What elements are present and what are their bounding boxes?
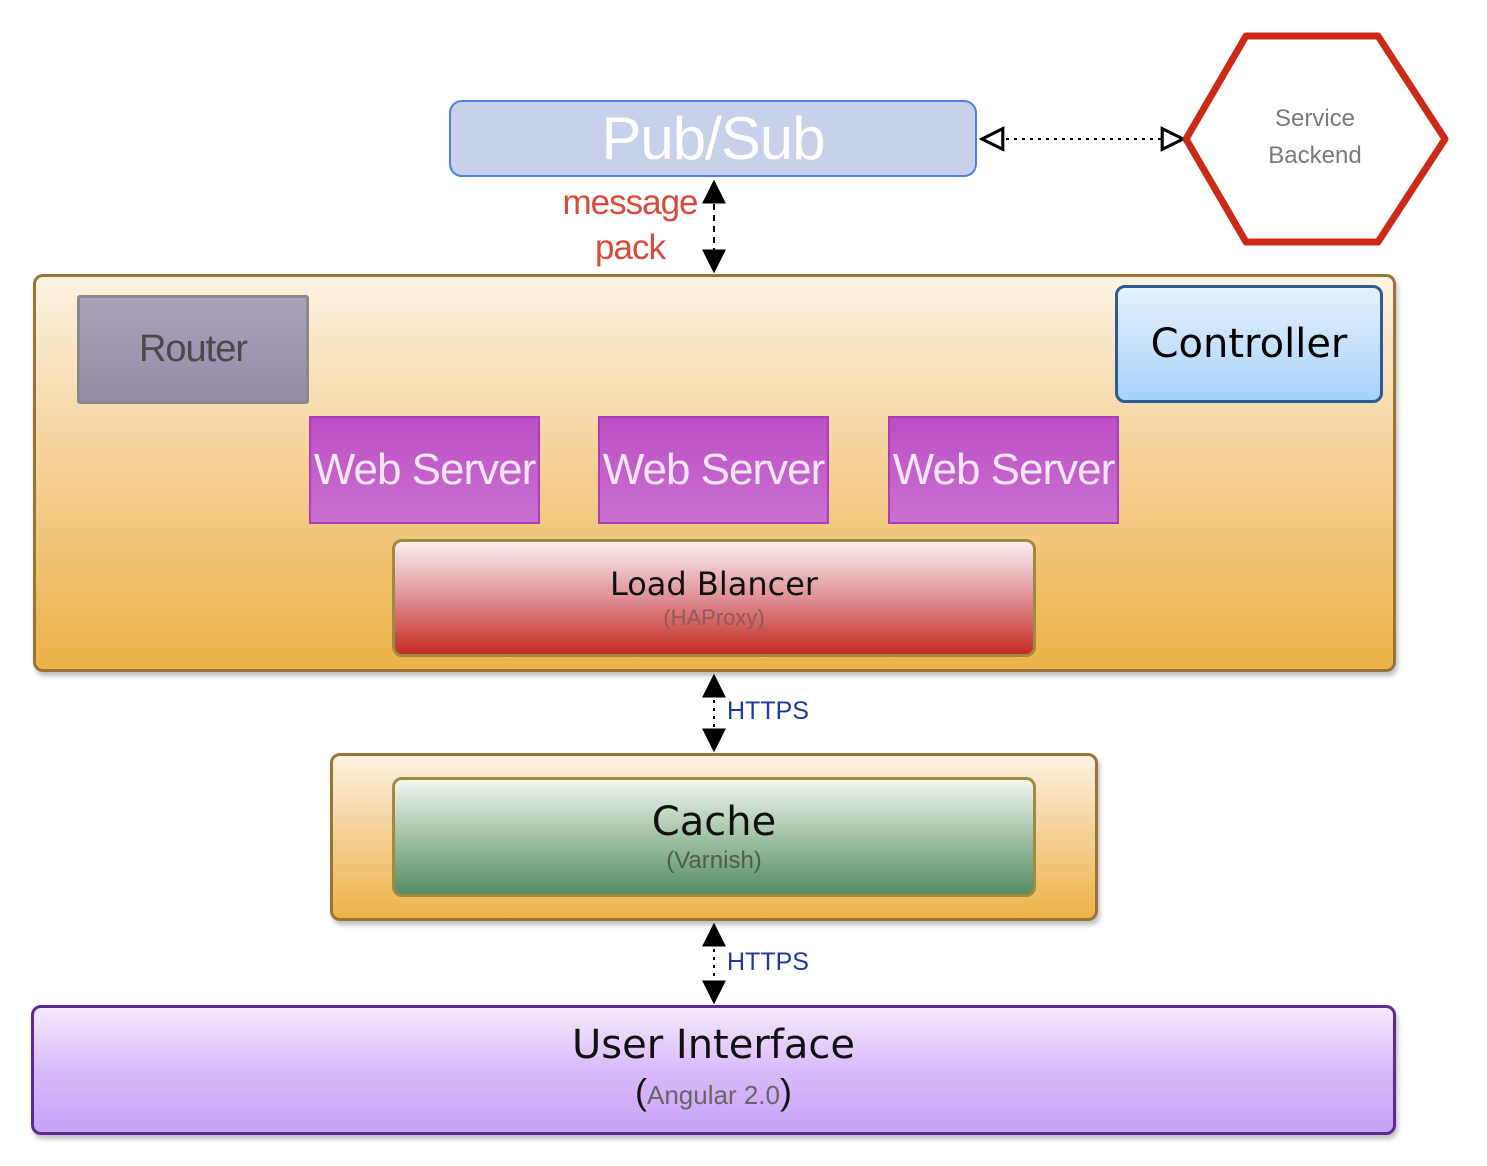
pubsub-node: Pub/Sub — [449, 100, 977, 177]
web-server-node: Web Server — [309, 416, 540, 524]
close-paren: ) — [779, 1070, 792, 1112]
service-backend-label: Service Backend — [1230, 100, 1400, 174]
service-backend-line2: Backend — [1268, 142, 1362, 169]
cache-node: Cache (Varnish) — [392, 777, 1036, 897]
user-interface-node: User Interface (Angular 2.0) — [31, 1005, 1396, 1135]
message-pack-line1: message — [562, 183, 698, 222]
web-server-label: Web Server — [313, 445, 536, 494]
web-server-node: Web Server — [888, 416, 1119, 524]
https-label-cache-ui: HTTPS — [727, 948, 809, 976]
message-pack-line2: pack — [595, 228, 666, 267]
load-balancer-title: Load Blancer — [609, 565, 819, 603]
controller-label: Controller — [1150, 321, 1348, 367]
service-backend-line1: Service — [1274, 105, 1356, 132]
user-interface-subtitle-wrap: (Angular 2.0) — [635, 1070, 792, 1121]
message-pack-label: message pack — [540, 180, 720, 270]
load-balancer-node: Load Blancer (HAProxy) — [392, 539, 1036, 657]
https-label-server-cache: HTTPS — [727, 697, 809, 725]
cache-subtitle: (Varnish) — [666, 847, 762, 874]
pubsub-label: Pub/Sub — [601, 105, 825, 172]
controller-node: Controller — [1115, 285, 1383, 403]
user-interface-title: User Interface — [572, 1021, 855, 1068]
web-server-node: Web Server — [598, 416, 829, 524]
open-paren: ( — [635, 1070, 647, 1112]
router-label: Router — [138, 328, 248, 370]
web-server-label: Web Server — [602, 445, 825, 494]
router-node: Router — [77, 295, 309, 404]
user-interface-subtitle: Angular 2.0 — [647, 1079, 780, 1110]
load-balancer-subtitle: (HAProxy) — [663, 605, 765, 630]
cache-title: Cache — [651, 799, 777, 845]
service-backend-hexagon — [1182, 32, 1449, 246]
web-server-label: Web Server — [892, 445, 1115, 494]
